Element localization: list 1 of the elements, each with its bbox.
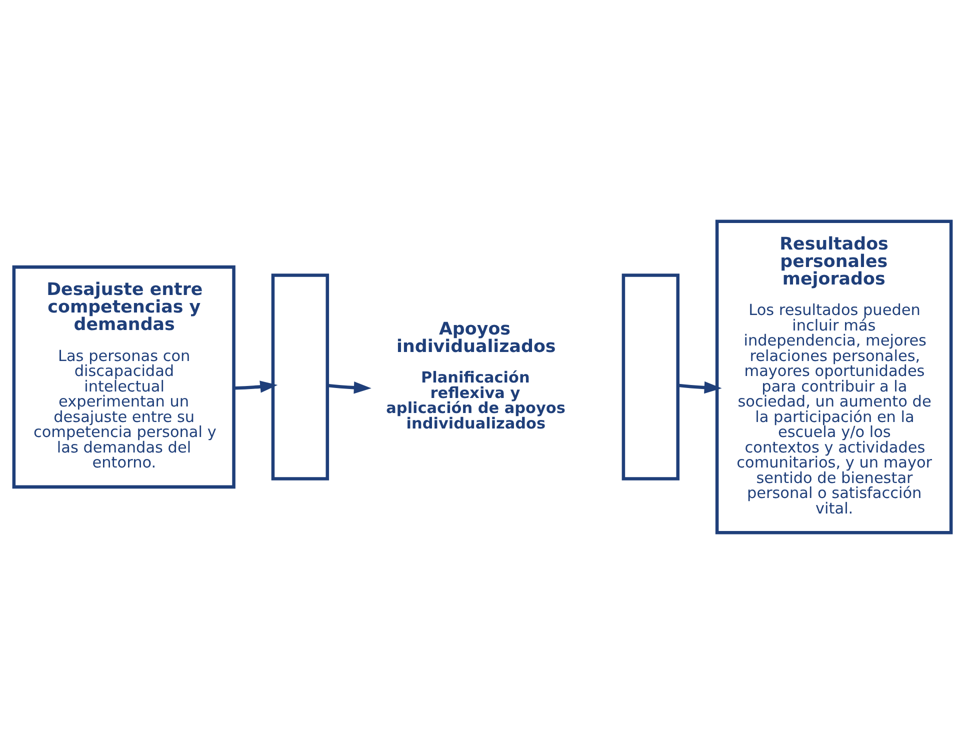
node-text: Apoyos individualizados Planificación reflexiva y aplicación de apoyos individualizados	[386, 319, 565, 432]
